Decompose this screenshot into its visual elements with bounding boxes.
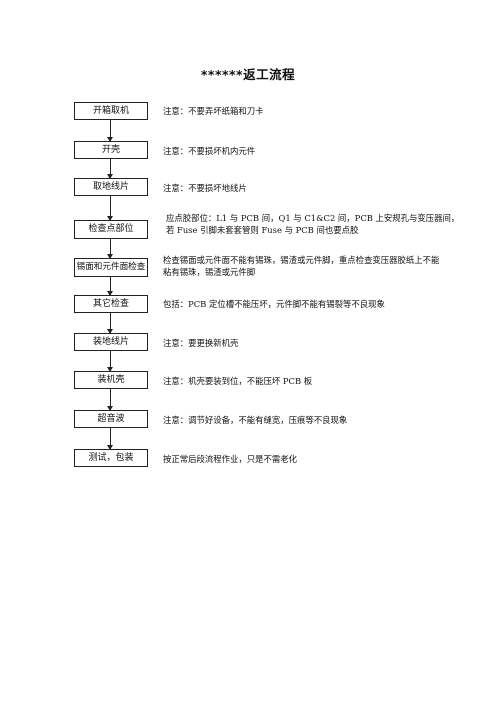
page-title: ******返工流程 [200, 67, 296, 82]
step-box-install-shell: 装机壳 [74, 371, 148, 389]
step-note: 按正常后段流程作业，只是不需老化 [163, 454, 297, 464]
step-note: 注意：不要弄坏纸箱和刀卡 [163, 106, 264, 116]
flow-arrow [107, 351, 113, 372]
step-note: 注意：不要损坏地线片 [163, 183, 247, 193]
step-box-other-checks: 其它检查 [74, 295, 148, 313]
step-note: 检查锡面或元件面不能有锡珠，锡渣或元件脚，重点检查变压器胶纸上不能 粘有锡珠，锡… [163, 254, 463, 278]
step-note-line: 检查锡面或元件面不能有锡珠，锡渣或元件脚，重点检查变压器胶纸上不能 [163, 255, 440, 265]
step-note: 包括：PCB 定位槽不能压坏，元件脚不能有锡裂等不良现象 [163, 299, 385, 309]
step-note: 注意：机壳要装到位，不能压坏 PCB 板 [163, 376, 313, 386]
flow-arrow [107, 277, 113, 296]
step-note-line: 应点胶部位：L1 与 PCB 间，Q1 与 C1&C2 间，PCB 上安规孔与变… [166, 213, 460, 223]
flow-arrow [107, 120, 113, 142]
flow-arrow [107, 239, 113, 259]
step-box-open-shell: 开壳 [74, 141, 148, 159]
step-box-install-ground-strip: 装地线片 [74, 333, 148, 351]
step-box-test-pack: 测试，包装 [74, 449, 148, 467]
step-note: 注意：要更换新机壳 [163, 338, 239, 348]
step-note-line: 若 Fuse 引脚未套套管则 Fuse 与 PCB 间也要点胶 [166, 225, 359, 235]
step-note: 应点胶部位：L1 与 PCB 间，Q1 与 C1&C2 间，PCB 上安规孔与变… [166, 212, 466, 236]
step-box-remove-ground-strip: 取地线片 [74, 178, 148, 196]
step-note: 注意：调节好设备，不能有缝宽，压痕等不良现象 [163, 415, 348, 425]
flow-arrow [107, 428, 113, 450]
step-box-ultrasonic: 超音波 [74, 410, 148, 428]
step-note-line: 粘有锡珠，锡渣或元件脚 [163, 267, 256, 277]
flow-arrow [107, 313, 113, 334]
step-note: 注意：不要损坏机内元件 [163, 146, 256, 156]
step-box-check-glue-points: 检查点部位 [74, 220, 148, 239]
step-box-open-carton: 开箱取机 [74, 102, 148, 120]
flow-arrow [107, 159, 113, 179]
step-box-solder-component-check: 锡面和元件面检查 [74, 258, 148, 277]
flow-arrow [107, 389, 113, 411]
flow-arrow [107, 196, 113, 221]
